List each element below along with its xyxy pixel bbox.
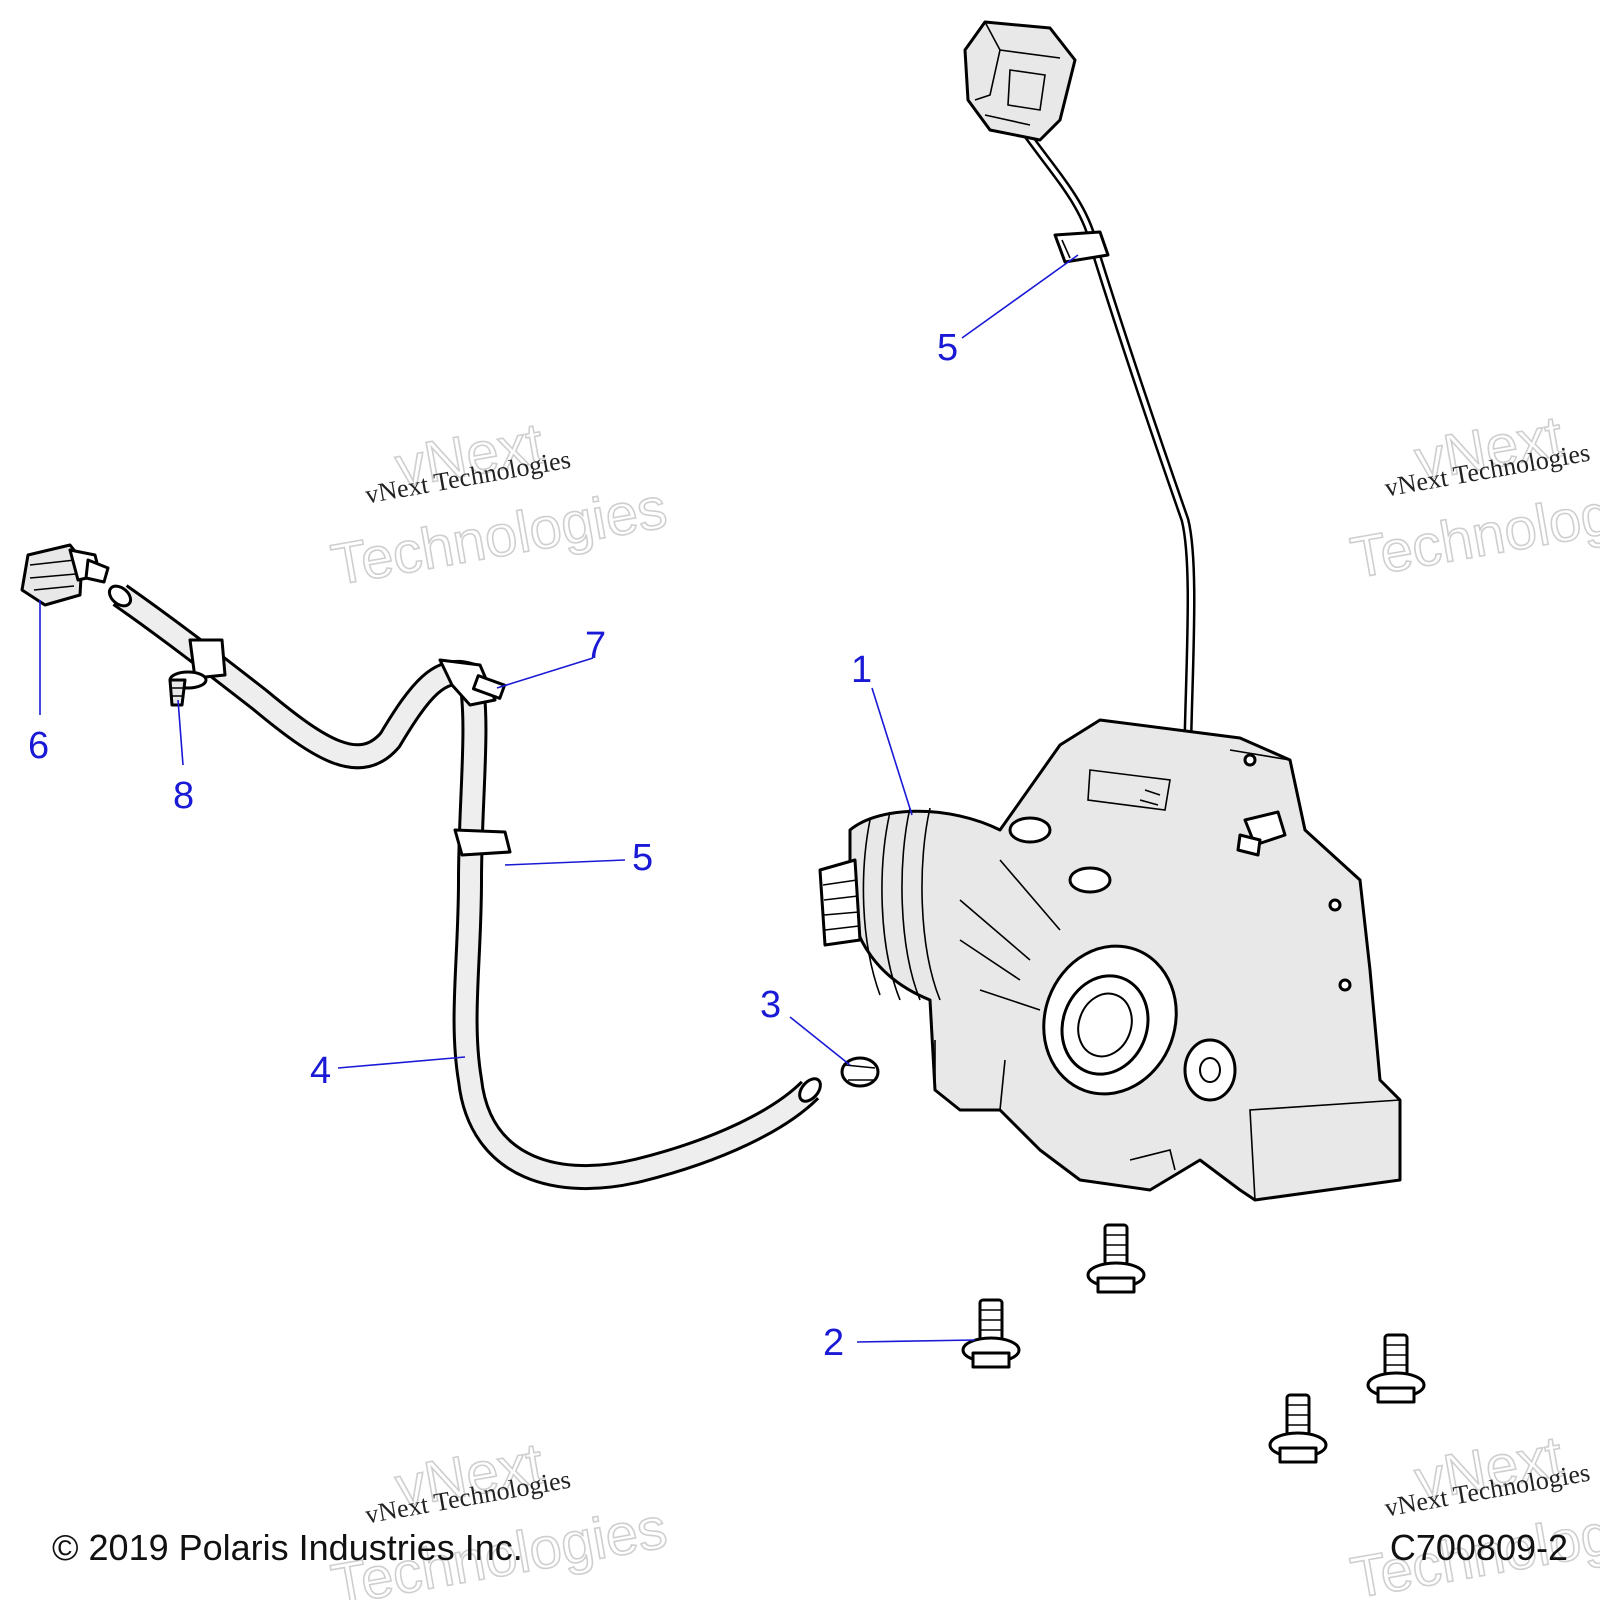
callout-1: 1: [851, 649, 872, 691]
copyright-notice: © 2019 Polaris Industries Inc.: [52, 1527, 523, 1568]
callout-8: 8: [173, 775, 194, 817]
callout-5-lower: 5: [632, 837, 653, 879]
drawing-code: C700809-2: [1389, 1527, 1568, 1568]
leader-3: [789, 1016, 851, 1066]
callout-5-upper: 5: [937, 327, 958, 369]
leader-5-upper: [961, 254, 1079, 339]
vent-fitting: [20, 543, 110, 607]
front-gearcase: [818, 718, 1402, 1202]
callout-4: 4: [310, 1050, 331, 1092]
leader-2: [856, 1339, 976, 1343]
leader-8: [177, 699, 184, 766]
watermark-upper-left: vNext Technologies vNext Technologies: [326, 410, 672, 599]
leader-7: [496, 657, 594, 689]
hose-clip-upper: [438, 658, 507, 707]
breather-hose: [107, 584, 822, 1191]
harness-connector: [963, 20, 1077, 142]
hose-clamp: [840, 1056, 880, 1088]
bolt-2: [961, 1298, 1021, 1369]
leader-4: [337, 1056, 466, 1069]
push-pin: [168, 678, 187, 707]
hose-clip-left: [168, 638, 227, 690]
callout-2: 2: [823, 1322, 844, 1364]
bolt-4: [1268, 1393, 1328, 1464]
callout-7: 7: [585, 625, 606, 667]
watermark-upper-right: vNext Technologies vNext Technologies: [1345, 403, 1600, 592]
hose-clip-middle: [453, 828, 512, 857]
bolt-3: [1366, 1333, 1426, 1404]
callout-3: 3: [760, 984, 781, 1026]
callout-6: 6: [28, 725, 49, 767]
watermark-lower-right: vNext Technologies vNext Technologies: [1345, 1423, 1600, 1600]
harness-clip: [1053, 230, 1110, 264]
leader-1: [871, 687, 913, 816]
watermark-lower-left: vNext Technologies vNext Technologies: [326, 1430, 672, 1600]
bolt-1: [1086, 1223, 1146, 1294]
sensor-harness: [963, 20, 1196, 740]
leader-5-lower: [504, 859, 626, 866]
